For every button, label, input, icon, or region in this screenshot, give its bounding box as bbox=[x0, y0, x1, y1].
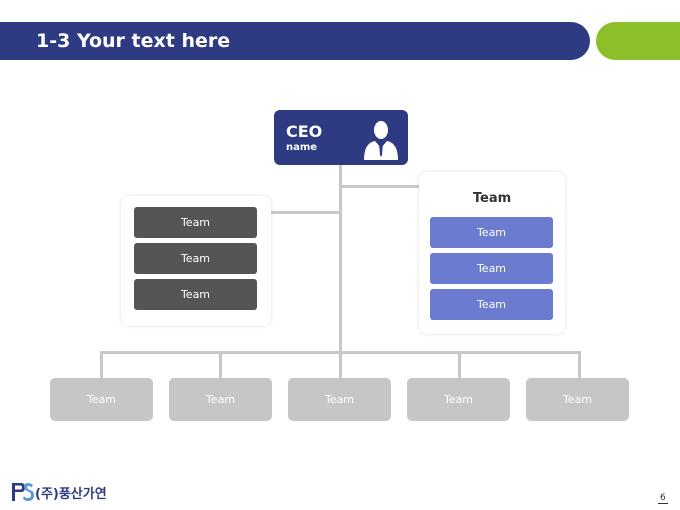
connector-drop-5 bbox=[578, 351, 581, 379]
connector-drop-2 bbox=[219, 351, 222, 379]
left-team-item[interactable]: Team bbox=[134, 207, 257, 238]
connector-left-branch bbox=[270, 211, 341, 214]
person-silhouette-icon bbox=[364, 121, 398, 160]
bottom-team-box[interactable]: Team bbox=[169, 378, 272, 421]
page-number: 6 bbox=[658, 493, 668, 504]
page-title: 1-3 Your text here bbox=[36, 30, 231, 52]
connector-main-vertical bbox=[339, 165, 342, 354]
left-team-item[interactable]: Team bbox=[134, 243, 257, 274]
ps-logo-icon bbox=[12, 483, 34, 501]
right-panel-heading: Team bbox=[472, 191, 512, 206]
connector-drop-3 bbox=[339, 351, 342, 379]
connector-drop-4 bbox=[458, 351, 461, 379]
left-team-item[interactable]: Team bbox=[134, 279, 257, 310]
connector-right-branch bbox=[339, 185, 419, 188]
connector-drop-1 bbox=[100, 351, 103, 379]
bottom-team-box[interactable]: Team bbox=[407, 378, 510, 421]
right-team-item[interactable]: Team bbox=[430, 253, 553, 284]
right-team-item[interactable]: Team bbox=[430, 217, 553, 248]
bottom-team-box[interactable]: Team bbox=[526, 378, 629, 421]
header-accent bbox=[596, 22, 680, 60]
ceo-name: name bbox=[286, 142, 318, 153]
logo-text: (주)풍산가연 bbox=[35, 487, 107, 502]
ceo-box[interactable]: CEO name bbox=[274, 110, 408, 165]
right-team-panel: Team Team Team Team bbox=[419, 172, 565, 334]
bottom-team-box[interactable]: Team bbox=[288, 378, 391, 421]
header-bar: 1-3 Your text here bbox=[0, 22, 590, 60]
bottom-team-box[interactable]: Team bbox=[50, 378, 153, 421]
left-team-panel: Team Team Team bbox=[121, 196, 271, 326]
right-team-item[interactable]: Team bbox=[430, 289, 553, 320]
ceo-title: CEO bbox=[286, 122, 323, 141]
